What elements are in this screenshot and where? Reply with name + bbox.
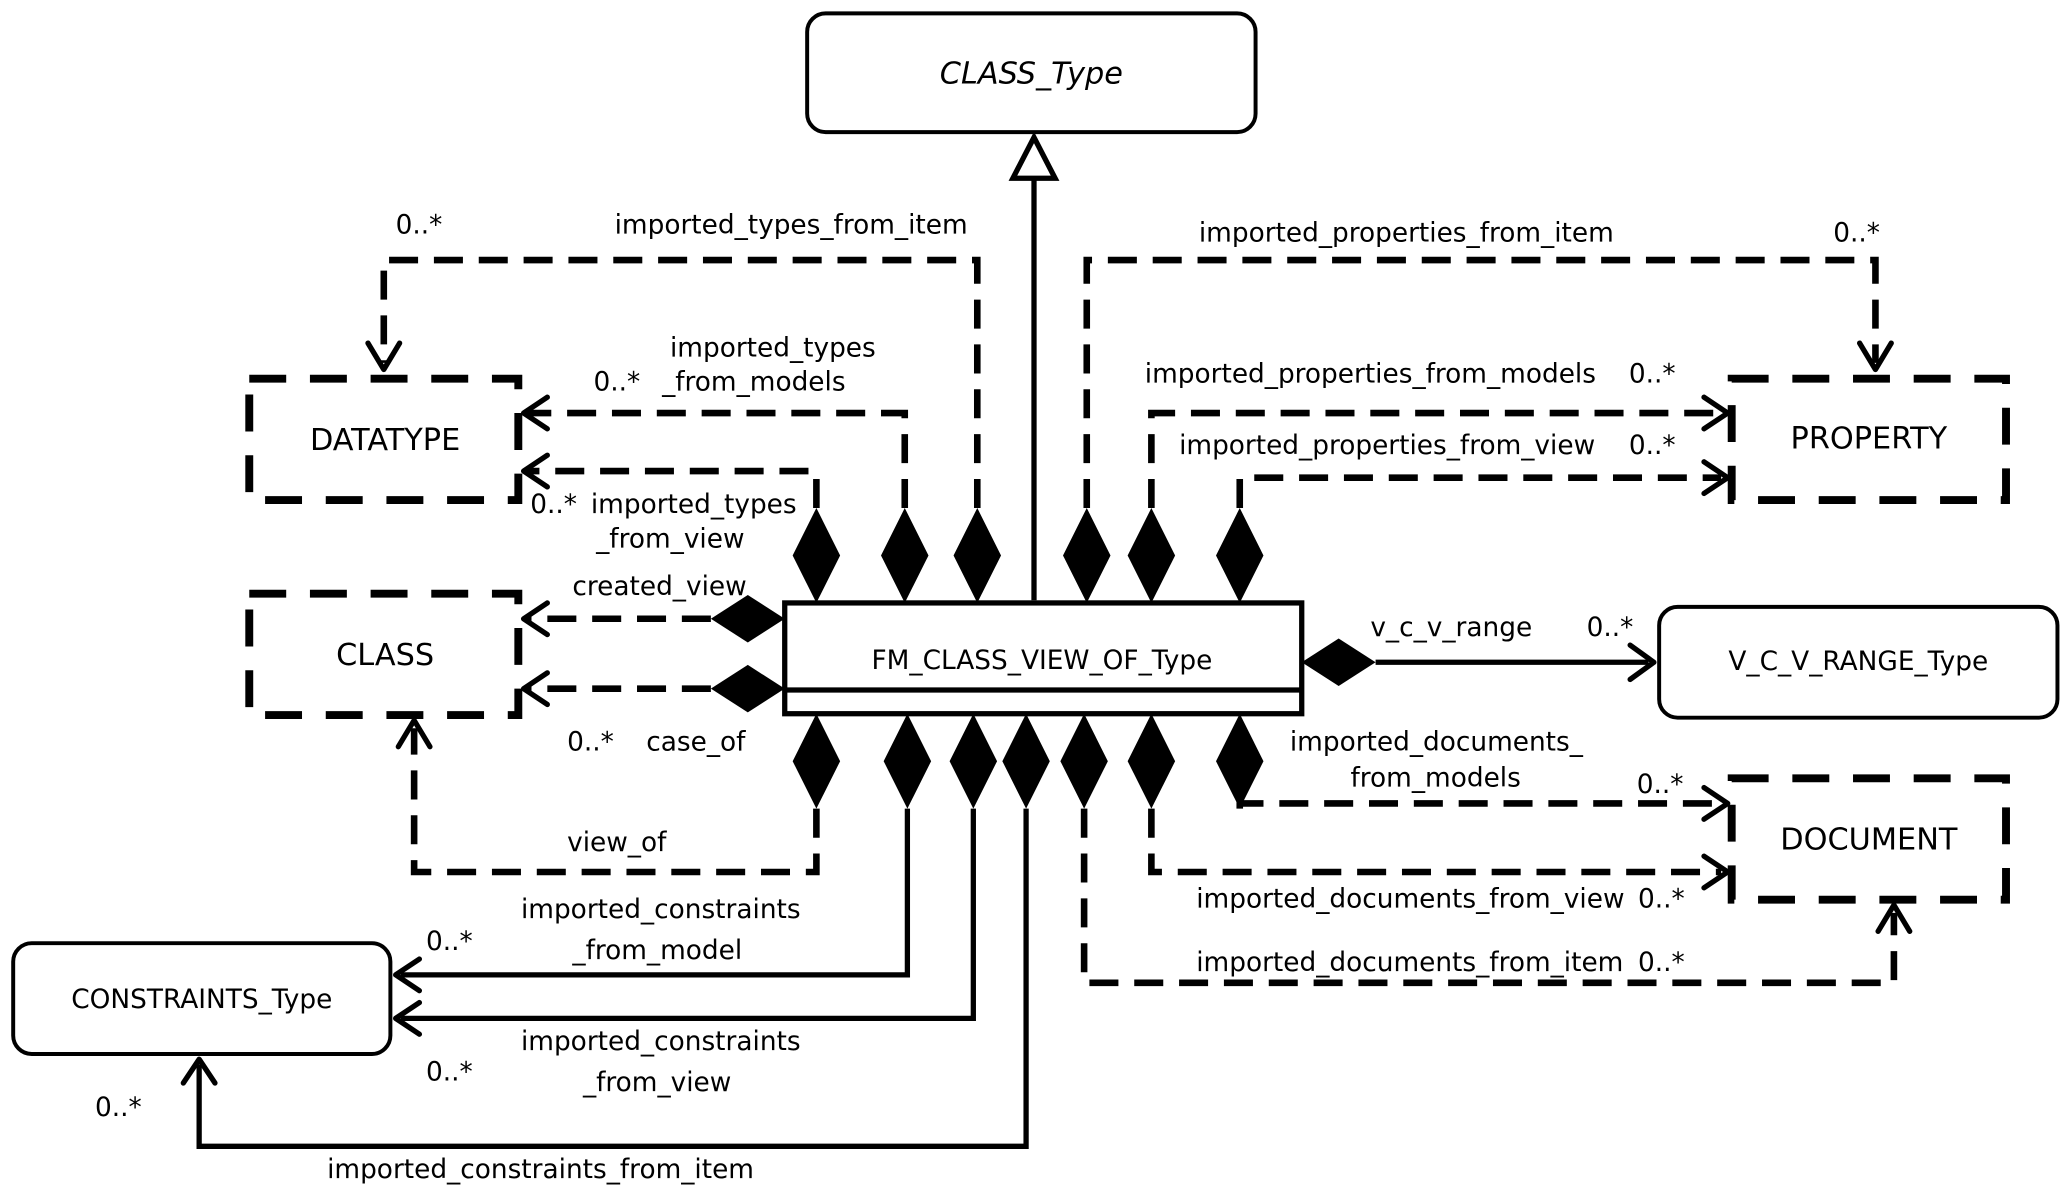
label-created-view: created_view — [572, 572, 746, 602]
mult-documents-from-item: 0..* — [1638, 948, 1685, 978]
diamond-types-from-item — [953, 507, 1002, 603]
label-imported-types-from-view-2: _from_view — [595, 525, 744, 555]
diamond-constraints-from-model — [883, 713, 932, 809]
edge-imported-constraints-from-view — [393, 808, 976, 1037]
class-label: CLASS — [336, 638, 434, 673]
class-type-box[interactable]: CLASS_Type — [805, 11, 1258, 135]
edge-view-of — [395, 717, 820, 876]
label-imported-constraints-from-model-2: _from_model — [571, 936, 742, 966]
diamond-types-from-view — [792, 507, 841, 603]
document-label: DOCUMENT — [1780, 823, 1958, 858]
top-diamonds — [792, 507, 1264, 603]
mult-constraints-from-view: 0..* — [426, 1057, 473, 1087]
label-imported-properties-from-view: imported_properties_from_view — [1179, 431, 1595, 461]
constraints-type-label: CONSTRAINTS_Type — [71, 985, 332, 1015]
diamond-case-of — [710, 664, 785, 713]
edge-imported-documents-from-item — [1080, 808, 1913, 987]
edge-imported-properties-from-item — [1083, 256, 1894, 508]
document-box[interactable]: DOCUMENT — [1727, 774, 2010, 904]
mult-properties-from-view: 0..* — [1629, 431, 1676, 461]
edge-case-of — [520, 670, 711, 708]
label-imported-types-from-models-2: _from_models — [661, 368, 846, 398]
edge-imported-properties-from-view — [1236, 459, 1731, 508]
mult-constraints-from-model: 0..* — [426, 927, 473, 957]
label-imported-types-from-models-1: imported_types — [670, 333, 876, 363]
edge-imported-types-from-item — [365, 256, 981, 508]
mult-types-from-models: 0..* — [593, 368, 640, 398]
mult-v-c-v-range: 0..* — [1587, 613, 1634, 643]
diamond-properties-from-item — [1063, 507, 1111, 603]
mult-properties-from-item: 0..* — [1833, 219, 1880, 249]
label-case-of: case_of — [646, 728, 746, 758]
label-v-c-v-range: v_c_v_range — [1370, 613, 1532, 643]
edge-imported-constraints-from-item — [180, 808, 1029, 1149]
label-imported-documents-from-item: imported_documents_from_item — [1196, 948, 1623, 978]
label-imported-types-from-item: imported_types_from_item — [615, 211, 968, 241]
fm-class-view-of-type-label: FM_CLASS_VIEW_OF_Type — [872, 646, 1213, 676]
fm-class-view-of-type-box[interactable]: FM_CLASS_VIEW_OF_Type — [782, 600, 1305, 717]
diamond-properties-from-models — [1127, 507, 1176, 603]
label-imported-constraints-from-view-1: imported_constraints — [521, 1027, 801, 1057]
diamond-documents-from-view — [1127, 713, 1176, 809]
property-label: PROPERTY — [1791, 422, 1948, 457]
edge-created-view — [520, 600, 711, 638]
diamond-types-from-models — [881, 507, 929, 603]
edge-imported-types-from-models — [520, 394, 909, 508]
diamond-constraints-from-item — [1002, 713, 1050, 809]
bottom-diamonds — [792, 713, 1264, 809]
edge-imported-documents-from-view — [1148, 808, 1731, 891]
label-imported-constraints-from-item: imported_constraints_from_item — [327, 1155, 754, 1185]
class-box[interactable]: CLASS — [245, 589, 523, 719]
edge-labels: 0..* imported_types_from_item imported_t… — [95, 211, 1880, 1185]
label-imported-properties-from-item: imported_properties_from_item — [1199, 219, 1614, 249]
edge-imported-properties-from-models — [1148, 394, 1731, 508]
label-imported-documents-from-models-2: from_models — [1351, 763, 1521, 793]
edge-imported-documents-from-models — [1236, 784, 1731, 822]
label-imported-documents-from-view: imported_documents_from_view — [1196, 885, 1624, 915]
label-imported-documents-from-models-1: imported_documents_ — [1290, 728, 1584, 758]
edge-imported-constraints-from-model — [393, 808, 911, 994]
v-c-v-range-type-box[interactable]: V_C_V_RANGE_Type — [1657, 604, 2060, 720]
diamond-view-of — [792, 713, 841, 809]
mult-constraints-from-item: 0..* — [95, 1093, 142, 1123]
diamond-v-c-v-range — [1301, 638, 1376, 687]
generalization-arrow — [1008, 131, 1060, 601]
constraints-type-box[interactable]: CONSTRAINTS_Type — [11, 941, 393, 1056]
class-type-label: CLASS_Type — [940, 56, 1123, 91]
mult-types-from-item: 0..* — [396, 211, 443, 241]
mult-documents-from-models: 0..* — [1637, 770, 1684, 800]
label-imported-constraints-from-model-1: imported_constraints — [521, 895, 801, 925]
mult-properties-from-models: 0..* — [1629, 360, 1676, 390]
mult-types-from-view: 0..* — [530, 490, 577, 520]
property-box[interactable]: PROPERTY — [1727, 374, 2010, 505]
edge-v-c-v-range — [1375, 642, 1657, 683]
label-imported-properties-from-models: imported_properties_from_models — [1145, 360, 1596, 390]
diamond-constraints-from-view — [949, 713, 998, 809]
label-imported-types-from-view-1: imported_types — [591, 490, 797, 520]
datatype-box[interactable]: DATATYPE — [245, 374, 523, 505]
label-imported-constraints-from-view-2: _from_view — [582, 1068, 731, 1098]
diamond-properties-from-view — [1216, 507, 1264, 603]
mult-case-of: 0..* — [567, 728, 614, 758]
datatype-label: DATATYPE — [310, 423, 460, 458]
label-view-of: view_of — [567, 828, 667, 858]
diamond-created-view — [710, 595, 785, 643]
edge-imported-types-from-view — [520, 452, 820, 508]
v-c-v-range-type-label: V_C_V_RANGE_Type — [1728, 647, 1988, 677]
mult-documents-from-view: 0..* — [1638, 885, 1685, 915]
diamond-documents-from-models — [1216, 713, 1264, 809]
diamond-documents-from-item — [1060, 713, 1108, 809]
